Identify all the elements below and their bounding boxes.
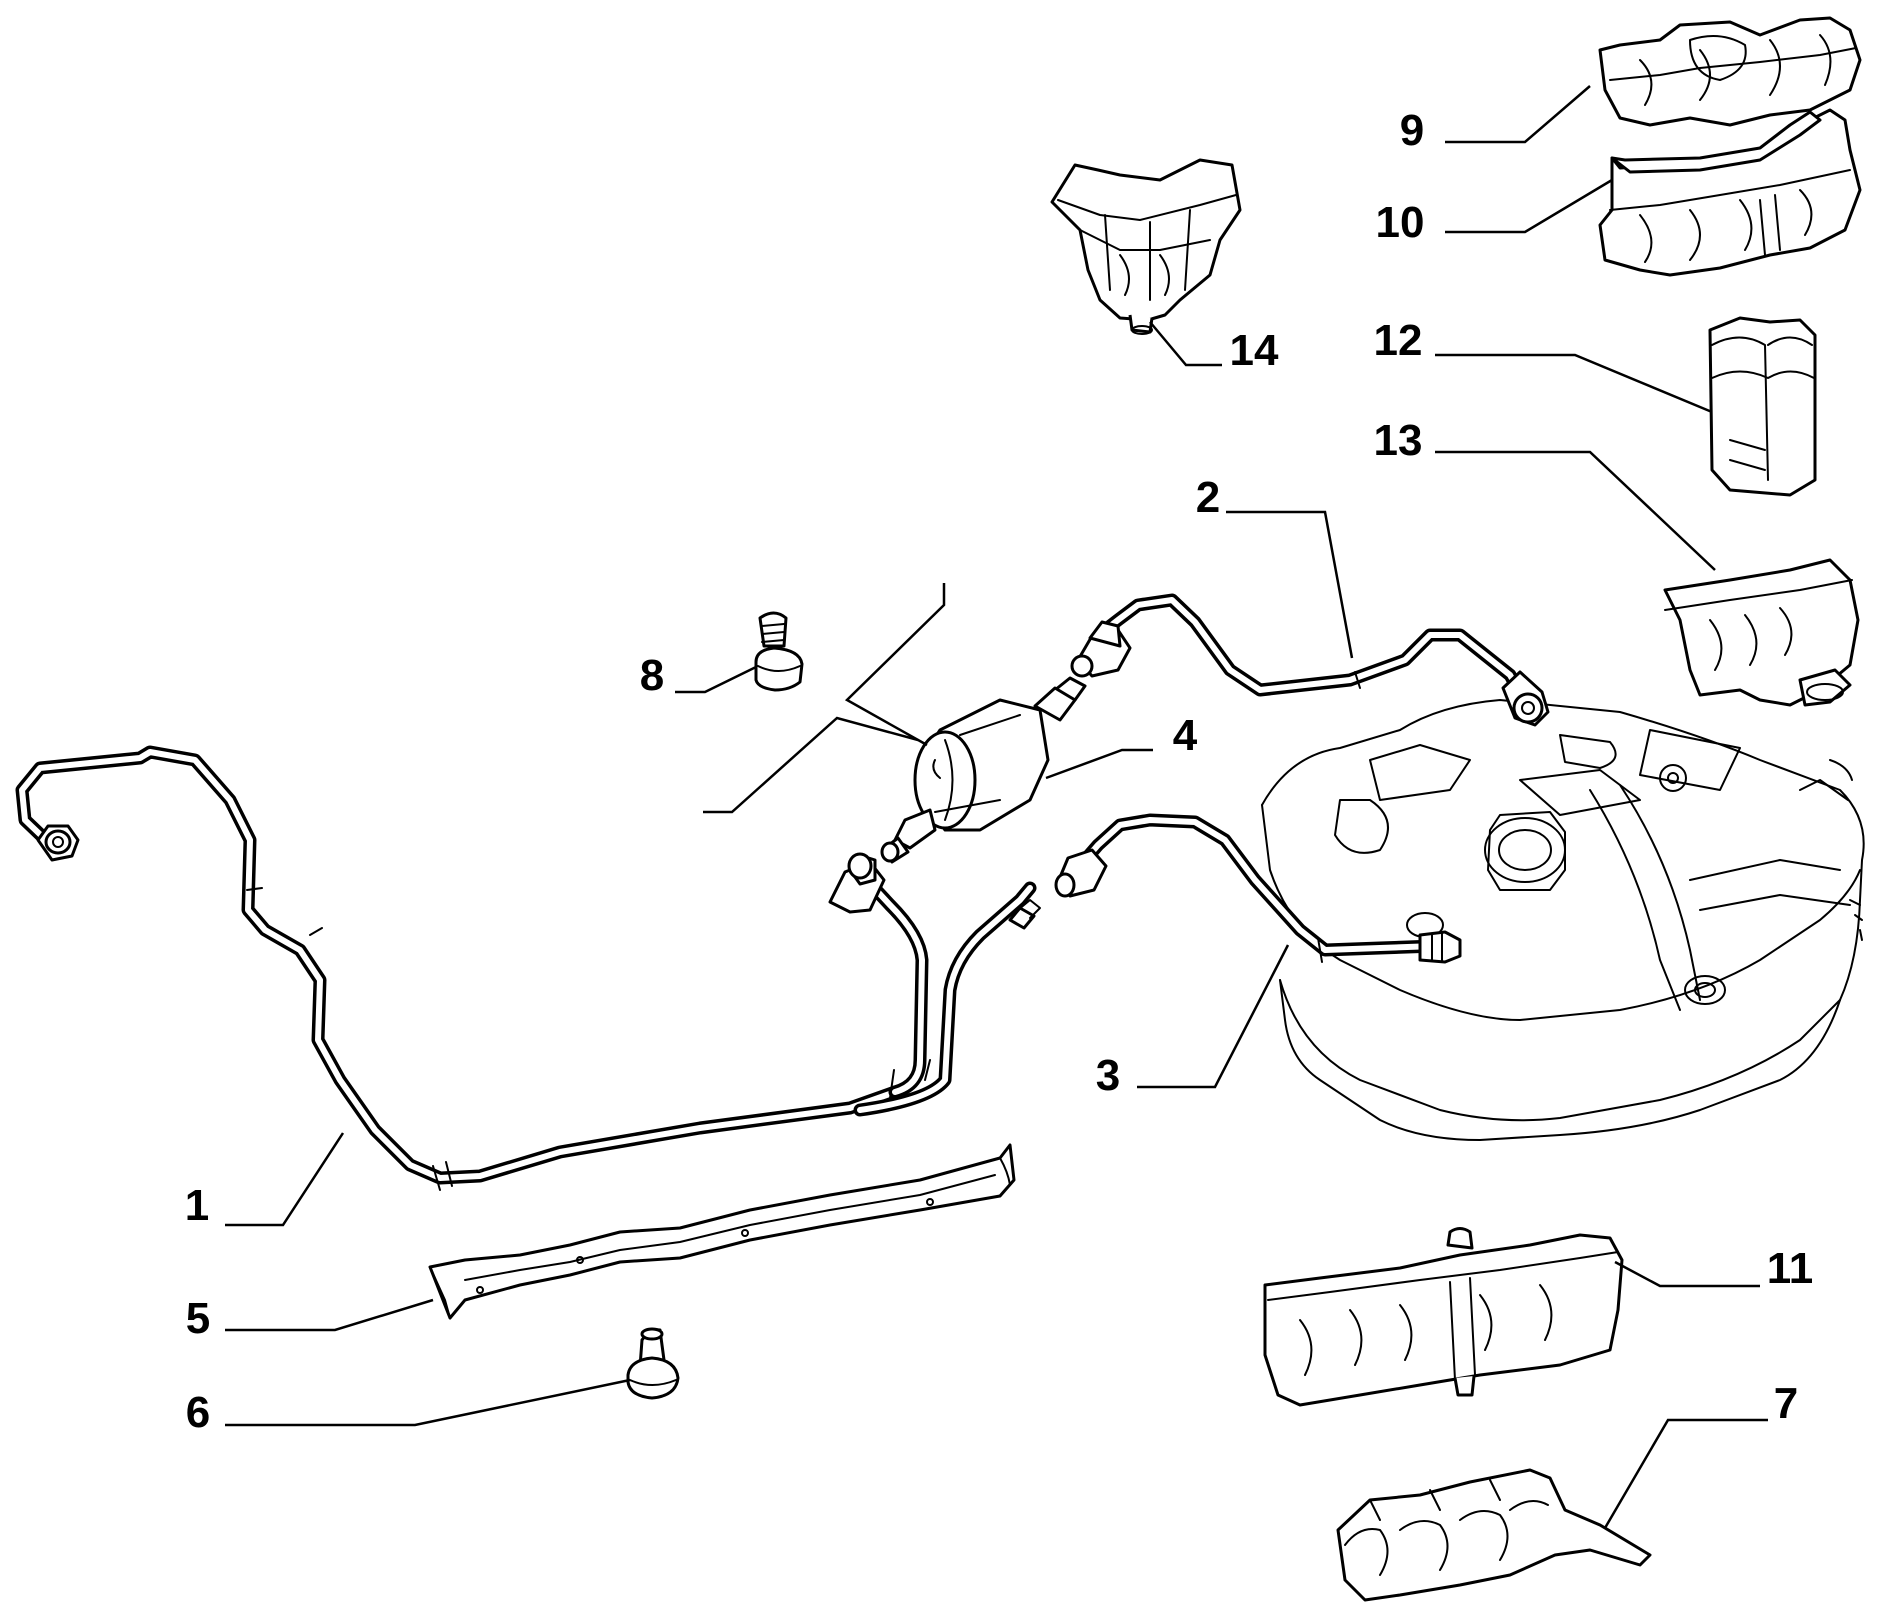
clip-11 [1263,1227,1624,1407]
leader-12 [1435,353,1713,414]
callout-6: 6 [186,1388,210,1437]
screw-6 [626,1327,680,1400]
leader-7 [1603,1418,1768,1529]
leader-9 [1445,85,1591,144]
clip-12 [1708,316,1817,497]
callout-8: 8 [640,651,664,700]
leader-4 [1045,748,1153,780]
callout-3: 3 [1096,1051,1120,1100]
fuel-pipe-2 [1070,593,1550,727]
callout-labels: 1 2 3 4 5 6 7 8 9 10 11 12 13 14 [185,106,1814,1437]
callout-9: 9 [1400,106,1424,155]
fuel-pipe-3 [1054,813,1462,964]
leader-8 [675,665,757,694]
leader-2 [1226,510,1354,659]
clip-10 [1598,108,1862,277]
leader-3 [1137,944,1290,1089]
leader-13 [1435,450,1716,571]
clip-14 [1050,158,1242,335]
leader-5 [225,1298,434,1332]
callout-7: 7 [1774,1379,1798,1428]
reference-lines [703,583,946,814]
leader-10 [1445,178,1613,234]
screw-8 [754,611,804,692]
leader-1 [225,1132,345,1227]
callout-2: 2 [1196,473,1220,522]
callout-12: 12 [1374,316,1423,365]
callout-14: 14 [1230,326,1279,375]
clip-9 [1598,16,1862,127]
leader-14 [1149,321,1222,367]
clip-13 [1663,558,1860,707]
fuel-pipe-1 [15,745,1041,1191]
callout-13: 13 [1374,416,1423,465]
callout-1: 1 [185,1181,209,1230]
clip-7 [1336,1468,1652,1602]
callout-10: 10 [1376,198,1425,247]
bracket-5 [428,1143,1016,1320]
fuel-filter-4 [880,676,1087,864]
leader-11 [1614,1260,1760,1288]
leader-6 [225,1378,631,1427]
callout-4: 4 [1173,711,1198,760]
fuel-tank [1261,699,1865,1141]
leader-lines [225,85,1768,1529]
callout-11: 11 [1767,1244,1814,1293]
callout-5: 5 [186,1294,210,1343]
